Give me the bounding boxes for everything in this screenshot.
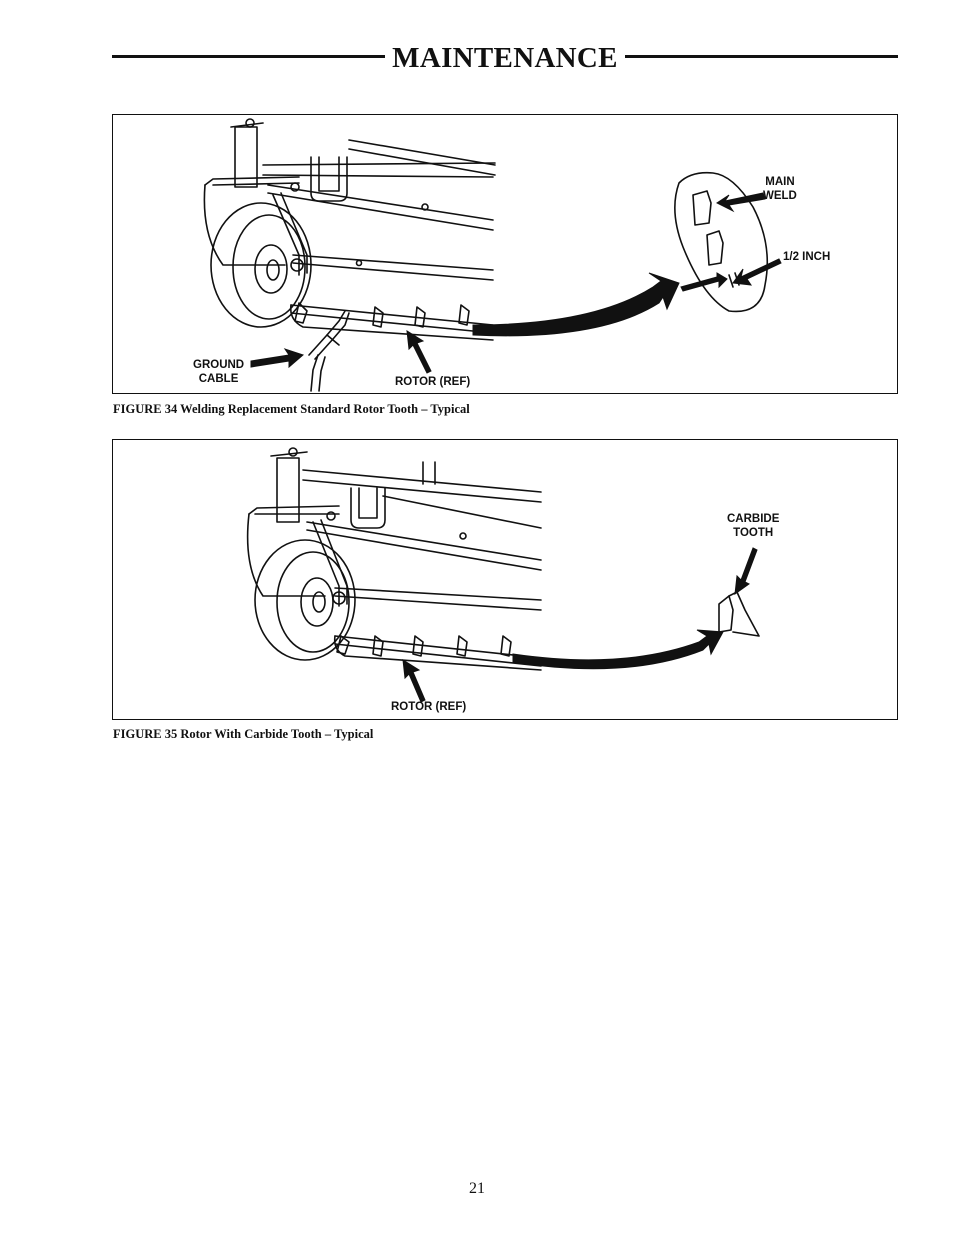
page-header: MAINTENANCE [112, 40, 898, 80]
figure-35-caption: FIGURE 35 Rotor With Carbide Tooth – Typ… [113, 727, 374, 741]
rotor-ref-label: ROTOR (REF) [395, 376, 471, 388]
figure-35-illustration: CARBIDE TOOTH ROTOR (REF) [112, 439, 898, 720]
main-weld-label: MAIN WELD [763, 176, 797, 202]
header-rule-left [112, 55, 385, 58]
figure-34-drawing [203, 118, 782, 392]
figure-34-caption: FIGURE 34 Welding Replacement Standard R… [113, 402, 470, 416]
header-rule-right [625, 55, 898, 58]
ground-cable-label: GROUND CABLE [193, 359, 245, 385]
page-title: MAINTENANCE [392, 42, 618, 74]
figure-35-drawing [246, 447, 760, 703]
half-inch-label: 1/2 INCH [783, 251, 831, 263]
rotor-ref-label: ROTOR (REF) [391, 701, 467, 713]
page-number: 21 [469, 1180, 485, 1197]
carbide-tooth-label: CARBIDE TOOTH [727, 513, 780, 539]
figure-34-illustration: MAIN WELD 1/2 INCH GROUND CABLE ROTOR (R… [112, 114, 898, 394]
